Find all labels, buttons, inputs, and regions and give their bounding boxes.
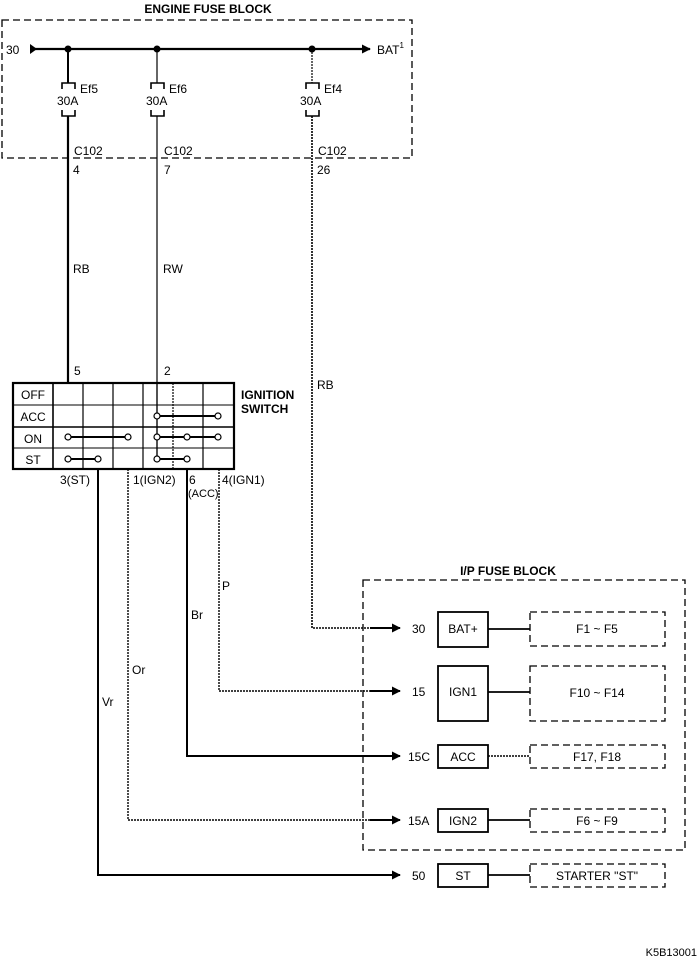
wire-color-label: RW <box>163 262 183 276</box>
fuse-ef5: Ef5 30A C102 4 <box>57 49 103 177</box>
wire-color-label: RB <box>73 262 90 276</box>
wire-br-acc <box>186 469 392 757</box>
wire-color-label: RB <box>317 378 334 392</box>
wire-p-ign1 <box>218 469 392 692</box>
svg-text:ST: ST <box>455 869 471 883</box>
ip-fuse-block: I/P FUSE BLOCK 30 BAT+ F1 ~ F5 15 IGN1 F… <box>362 564 686 851</box>
svg-text:STARTER "ST": STARTER "ST" <box>556 869 638 883</box>
svg-text:C102: C102 <box>164 144 193 158</box>
engine-fuse-block: ENGINE FUSE BLOCK 30 BAT1 Ef5 30A C102 4… <box>1 2 413 177</box>
pin-ign1: 4(IGN1) <box>222 473 265 487</box>
svg-text:IGN1: IGN1 <box>449 685 477 699</box>
ip-row-acc: 15C ACC F17, F18 <box>408 744 666 769</box>
wire-color-label: Vr <box>102 695 114 709</box>
svg-text:F17, F18: F17, F18 <box>573 750 621 764</box>
svg-text:Ef5: Ef5 <box>80 82 98 96</box>
ip-fuse-block-title: I/P FUSE BLOCK <box>460 564 556 578</box>
svg-text:15A: 15A <box>408 814 429 828</box>
svg-text:15: 15 <box>412 685 426 699</box>
switch-input-pin: 5 <box>74 364 81 378</box>
svg-text:7: 7 <box>164 163 171 177</box>
svg-text:15C: 15C <box>408 750 430 764</box>
svg-text:30A: 30A <box>146 94 167 108</box>
figure-id: K5B13001 <box>646 947 697 959</box>
svg-text:50: 50 <box>412 869 426 883</box>
svg-text:F1 ~ F5: F1 ~ F5 <box>576 622 618 636</box>
position-st: ST <box>25 453 41 467</box>
input-terminal-label: 30 <box>6 43 20 57</box>
wire-color-label: P <box>222 579 230 593</box>
svg-text:26: 26 <box>317 163 331 177</box>
switch-grid-border <box>11 381 236 471</box>
pin-acc: 6 <box>189 473 196 487</box>
wire-rb-ef4 <box>311 116 392 629</box>
wire-color-label: Br <box>191 608 203 622</box>
ip-row-ign2: 15A IGN2 F6 ~ F9 <box>408 808 666 833</box>
engine-fuse-block-title: ENGINE FUSE BLOCK <box>144 2 272 16</box>
ip-row-ign1: 15 IGN1 F10 ~ F14 <box>412 665 666 722</box>
fuse-ef4: Ef4 30A C102 26 <box>300 49 347 177</box>
svg-text:BAT+: BAT+ <box>448 622 477 636</box>
svg-text:Ef6: Ef6 <box>169 82 187 96</box>
pin-ign2: 1(IGN2) <box>133 473 176 487</box>
pin-acc-name: (ACC) <box>188 488 219 500</box>
svg-text:Ef4: Ef4 <box>324 82 342 96</box>
svg-text:F6 ~ F9: F6 ~ F9 <box>576 814 618 828</box>
pin-st: 3(ST) <box>60 473 90 487</box>
switch-input-pin: 2 <box>164 364 171 378</box>
svg-text:4: 4 <box>73 163 80 177</box>
position-acc: ACC <box>20 410 46 424</box>
ignition-switch-title: SWITCH <box>241 402 288 416</box>
svg-text:C102: C102 <box>318 144 347 158</box>
svg-text:IGN2: IGN2 <box>449 814 477 828</box>
wire-vr-st <box>97 469 392 876</box>
position-on: ON <box>24 432 42 446</box>
bat-output-label: BAT1 <box>377 41 404 57</box>
ignition-switch: 5 2 OFF ACC ON ST IGNIT <box>11 364 294 500</box>
svg-text:30: 30 <box>412 622 426 636</box>
svg-text:ACC: ACC <box>450 750 476 764</box>
svg-text:30A: 30A <box>300 94 321 108</box>
ignition-switch-title: IGNITION <box>241 388 294 402</box>
fuse-ef6: Ef6 30A C102 7 <box>146 49 193 177</box>
engine-fuse-block-border <box>1 19 413 159</box>
svg-text:30A: 30A <box>57 94 78 108</box>
wire-or-ign2 <box>127 469 392 821</box>
svg-text:C102: C102 <box>74 144 103 158</box>
ip-fuse-block-border <box>362 579 686 851</box>
ip-row-bat: 30 BAT+ F1 ~ F5 <box>412 611 666 648</box>
svg-text:F10 ~ F14: F10 ~ F14 <box>569 686 624 700</box>
position-off: OFF <box>21 388 45 402</box>
starter-row: 50 ST STARTER "ST" <box>412 863 666 888</box>
switch-contacts <box>64 383 222 463</box>
wire-color-label: Or <box>132 663 145 677</box>
